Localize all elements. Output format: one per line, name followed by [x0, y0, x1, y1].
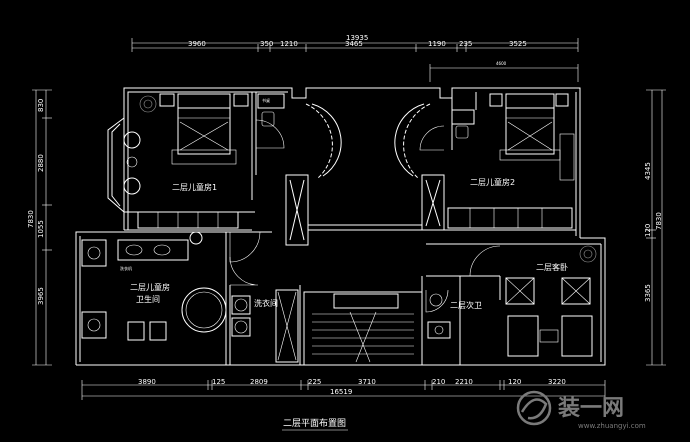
plant-2-icon: [189, 231, 203, 245]
sink-3-icon: [427, 321, 451, 339]
dim-bottom-6: 210: [432, 378, 445, 386]
washer-2-icon: [231, 317, 251, 337]
room-label-guest-bath: 二层次卫: [450, 300, 482, 310]
exterior-walls: [75, 87, 606, 366]
room-label-laundry: 洗衣间: [254, 298, 278, 308]
sink-2-icon: [153, 244, 171, 256]
washer-label: 洗衣机: [120, 265, 132, 271]
right-dimension-chain: 4345 120 3365 7830: [644, 89, 666, 366]
bed-3: [507, 315, 539, 357]
room-label-kids-2: 二层儿童房2: [470, 177, 515, 187]
dim-bottom-8: 120: [508, 378, 521, 386]
laundry-cabinet: [275, 289, 299, 363]
door-swings: [229, 119, 501, 313]
round-bathtub: [181, 287, 227, 333]
laundry-fixtures: 洗衣间: [231, 289, 299, 363]
dim-left-3: 1055: [37, 220, 45, 238]
toilet-1-icon: [87, 246, 101, 260]
toilet-5-icon: [429, 293, 443, 307]
dim-bottom-5: 3710: [358, 378, 376, 386]
chair-2-icon: [455, 125, 469, 139]
dim-right-2: 120: [644, 224, 652, 237]
dim-top-7: 3525: [509, 40, 527, 48]
dim-bottom-total: 16519: [330, 388, 352, 396]
dim-top-4: 3465: [345, 40, 363, 48]
left-dimension-chain: 7830 830 2880 1055 3965: [27, 89, 52, 366]
dim-top-5: 1190: [428, 40, 446, 48]
wardrobe-2: [447, 207, 573, 229]
watermark-url: www.zhuangyi.com: [578, 422, 646, 430]
dim-right-3: 3365: [644, 284, 652, 302]
guest-bath-fixtures: 二层次卫: [427, 293, 482, 339]
kids-bathroom-fixtures: 二层儿童房 卫生间 洗衣机: [81, 231, 227, 341]
desk-1: [257, 93, 285, 109]
curved-corridor-walls: [305, 103, 431, 179]
dim-bottom-1: 3890: [138, 378, 156, 386]
chair-1-icon: [261, 111, 275, 127]
armchair-1-icon: [123, 131, 141, 149]
kids-room-2-furniture: 二层儿童房2: [447, 93, 575, 229]
watermark-logo-icon: [516, 390, 552, 426]
washer-1-icon: [231, 295, 251, 315]
dim-top-6: 235: [459, 40, 472, 48]
armchair-2-icon: [123, 177, 141, 195]
dim-bottom-2: 125: [212, 378, 225, 386]
watermark-brand: 装一网: [558, 396, 624, 421]
bottom-dimension-chain: 3890 125 2809 225 3710 210 2210 120 3220…: [81, 378, 606, 400]
dim-top-3: 1210: [280, 40, 298, 48]
staircase: [303, 291, 423, 366]
dim-bottom-3: 2809: [250, 378, 268, 386]
sink-1-icon: [125, 244, 143, 256]
dim-top-total: 13935: [346, 34, 368, 42]
watermark: 装一网 www.zhuangyi.com: [516, 390, 646, 430]
toilet-3-icon: [127, 321, 145, 341]
room-label-kids-1: 二层儿童房1: [172, 182, 217, 192]
bed-2: [505, 107, 555, 155]
room-label-kids-bath-1: 二层儿童房: [130, 282, 170, 292]
room-label-guest-room: 二层客卧: [536, 262, 568, 272]
wardrobe-1: [137, 211, 239, 229]
desk-label: 书桌: [262, 97, 270, 103]
dim-top-2: 350: [260, 40, 273, 48]
guest-room-furniture: 二层客卧: [505, 245, 597, 357]
dim-bottom-7: 2210: [455, 378, 473, 386]
plant-3-icon: [579, 245, 597, 263]
dim-bottom-9: 3220: [548, 378, 566, 386]
bed-1: [177, 107, 231, 155]
desk-2: [451, 109, 475, 125]
dim-left-4: 3965: [37, 287, 45, 305]
vanity: [117, 239, 189, 261]
dim-right-1: 4345: [644, 162, 652, 180]
dim-top-1: 3960: [188, 40, 206, 48]
kids-room-1-furniture: 二层儿童房1 书桌: [123, 93, 285, 229]
top-dimension-chain: 13935 3960 350 1210 3465 1190 235 3525 4…: [131, 34, 579, 82]
dim-bottom-4: 225: [308, 378, 321, 386]
dim-left-1: 830: [37, 99, 45, 112]
room-label-kids-bath-2: 卫生间: [136, 294, 160, 304]
toilet-2-icon: [87, 318, 101, 332]
bed-4: [561, 315, 593, 357]
drawing-title: 二层平面布置图: [283, 417, 346, 429]
dim-right-total: 7830: [655, 212, 663, 230]
toilet-4-icon: [149, 321, 167, 341]
dim-left-total: 7830: [27, 210, 35, 228]
dim-top-sub: 4600: [496, 61, 507, 66]
plant-1-icon: [139, 95, 157, 113]
dim-left-2: 2880: [37, 154, 45, 172]
